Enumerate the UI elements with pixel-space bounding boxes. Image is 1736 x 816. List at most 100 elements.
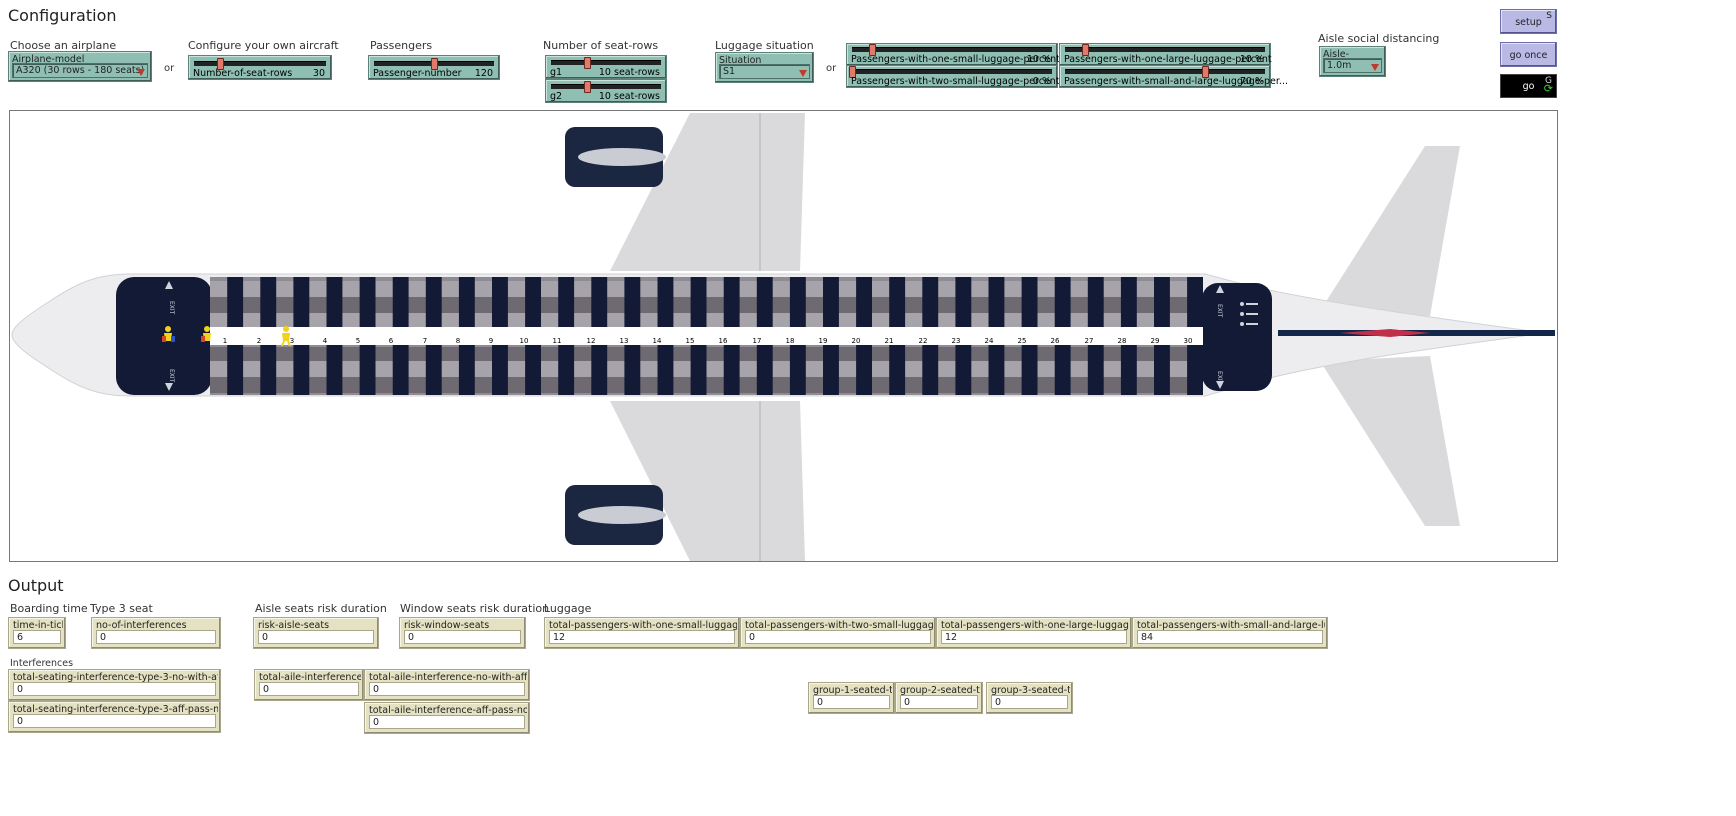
aisle-risk-heading: Aisle seats risk duration [255, 602, 387, 615]
interferences-heading: Interferences [10, 658, 74, 669]
row-number: 20 [852, 337, 861, 345]
seat-row-block [525, 345, 541, 395]
row-number: 16 [719, 337, 728, 345]
go-once-label: go once [1509, 50, 1548, 61]
seat-row-block [1120, 345, 1137, 395]
slider-knob[interactable] [584, 81, 592, 93]
slider-name: Passengers-with-small-and-large-luggage-… [1064, 76, 1288, 87]
row-number: 24 [985, 337, 994, 345]
own-aircraft-heading: Configure your own aircraft [188, 39, 339, 52]
seat-row-block [723, 345, 740, 395]
seat-row-block [624, 345, 641, 395]
monitor-value: 0 [369, 715, 525, 729]
seat-row-block [756, 345, 773, 395]
slider-track[interactable] [374, 58, 494, 70]
slider-knob[interactable] [217, 58, 225, 70]
seat-row-block [1054, 345, 1071, 395]
slider-track[interactable] [849, 66, 1052, 78]
passengers-heading: Passengers [370, 39, 433, 52]
boarding-heading: Boarding time [10, 602, 88, 615]
go-button[interactable]: go G ⟳ [1500, 74, 1557, 98]
seat-row-block [988, 345, 1005, 395]
one-small-luggage-slider[interactable]: Passengers-with-one-small-luggage-percen… [846, 43, 1060, 66]
setup-button[interactable]: setup S [1500, 9, 1557, 34]
seat-row-block [955, 345, 972, 395]
seat-row-block [1054, 277, 1071, 327]
aile-interference-aff-pass-no-monitor: total-aile-interference-aff-pass-no 0 [364, 702, 530, 734]
slider-value: 10 seat-rows [598, 67, 660, 78]
go-once-button[interactable]: go once [1500, 42, 1557, 67]
slider-track[interactable] [194, 58, 326, 70]
slider-name: g2 [550, 91, 563, 102]
slider-track[interactable] [551, 57, 661, 69]
monitor-name: group-2-seated-tick [900, 685, 980, 696]
one-large-luggage-monitor: total-passengers-with-one-large-luggage … [936, 617, 1132, 649]
small-and-large-luggage-slider[interactable]: Passengers-with-small-and-large-luggage-… [1059, 65, 1288, 88]
row-number: 29 [1151, 337, 1160, 345]
chevron-down-icon [137, 69, 145, 76]
monitor-name: group-3-seated-tick [991, 685, 1070, 696]
row-number: 18 [786, 337, 795, 345]
passenger-number-slider[interactable]: Passenger-number 120 [368, 55, 500, 80]
seat-row-block [1154, 277, 1170, 327]
exit-label: EXIT [168, 301, 175, 315]
airplane-model-chooser[interactable]: Airplane-model A320 (30 rows - 180 seats… [8, 51, 152, 82]
monitor-value: 12 [941, 630, 1127, 644]
slider-value: 120 [474, 68, 493, 79]
one-small-luggage-monitor: total-passengers-with-one-small-luggage … [544, 617, 740, 649]
row-number: 25 [1018, 337, 1027, 345]
slider-knob[interactable] [869, 44, 876, 56]
slider-track[interactable] [1065, 44, 1265, 56]
monitor-name: risk-aisle-seats [258, 620, 330, 631]
seat-row-block [1187, 345, 1203, 395]
luggage-heading: Luggage situation [715, 39, 814, 52]
row-number: 12 [587, 337, 596, 345]
slider-knob[interactable] [584, 57, 592, 69]
seat-row-block [591, 345, 608, 395]
seat-row-block [425, 277, 442, 327]
slider-knob[interactable] [1082, 44, 1089, 56]
monitor-name: total-passengers-with-one-large-luggage [941, 620, 1129, 631]
lower-engine [565, 485, 666, 545]
slider-name: g1 [550, 67, 563, 78]
row-number: 8 [456, 337, 460, 345]
airplane-canvas: 1 2 3 4 5 6 7 8 9 10 11 12 13 14 15 16 1… [11, 113, 1555, 561]
or-label: or [164, 63, 175, 74]
slider-name: Passenger-number [373, 68, 462, 79]
seat-row-block [458, 277, 475, 327]
group-3-seated-tick-monitor: group-3-seated-tick 0 [986, 682, 1073, 714]
monitor-value: 0 [745, 630, 931, 644]
no-of-interferences-monitor: no-of-interferences 0 [91, 617, 221, 649]
seat-row-block [1120, 277, 1137, 327]
g1-slider[interactable]: g1 10 seat-rows [545, 55, 667, 79]
monitor-name: risk-window-seats [404, 620, 490, 631]
slider-track[interactable] [852, 44, 1052, 56]
slider-value: 10 % [1239, 54, 1264, 65]
exit-label: EXIT [168, 369, 175, 383]
monitor-value: 0 [369, 682, 525, 696]
slider-knob[interactable] [431, 58, 438, 70]
aisle-distancing-chooser[interactable]: Aisle-distancing 1.0m [1319, 46, 1386, 77]
one-large-luggage-slider[interactable]: Passengers-with-one-large-luggage-percen… [1059, 43, 1272, 66]
slider-knob[interactable] [1202, 66, 1209, 78]
monitor-name: total-passengers-with-two-small-luggage [745, 620, 933, 631]
seat-row-block [392, 345, 409, 395]
simulation-view[interactable]: 1 2 3 4 5 6 7 8 9 10 11 12 13 14 15 16 1… [9, 110, 1558, 562]
situation-chooser[interactable]: Situation S1 [715, 52, 814, 83]
monitor-value: 0 [258, 630, 374, 644]
slider-knob[interactable] [849, 66, 856, 78]
exit-arrow-icon [1216, 381, 1224, 389]
seat-row-block [922, 345, 939, 395]
airplane-heading: Choose an airplane [10, 39, 117, 52]
slider-track[interactable] [1065, 66, 1265, 78]
two-small-luggage-slider[interactable]: Passengers-with-two-small-luggage-percen… [846, 65, 1060, 88]
seat-row-block [492, 277, 508, 327]
seat-rows-slider[interactable]: Number-of-seat-rows 30 [188, 55, 332, 80]
slider-track[interactable] [551, 81, 661, 93]
monitor-value: 0 [96, 630, 216, 644]
g2-slider[interactable]: g2 10 seat-rows [545, 79, 667, 103]
monitor-value: 0 [13, 714, 216, 728]
monitor-value: 6 [13, 630, 61, 644]
row-number: 2 [257, 337, 261, 345]
monitor-name: total-aile-interference-no [259, 672, 361, 683]
